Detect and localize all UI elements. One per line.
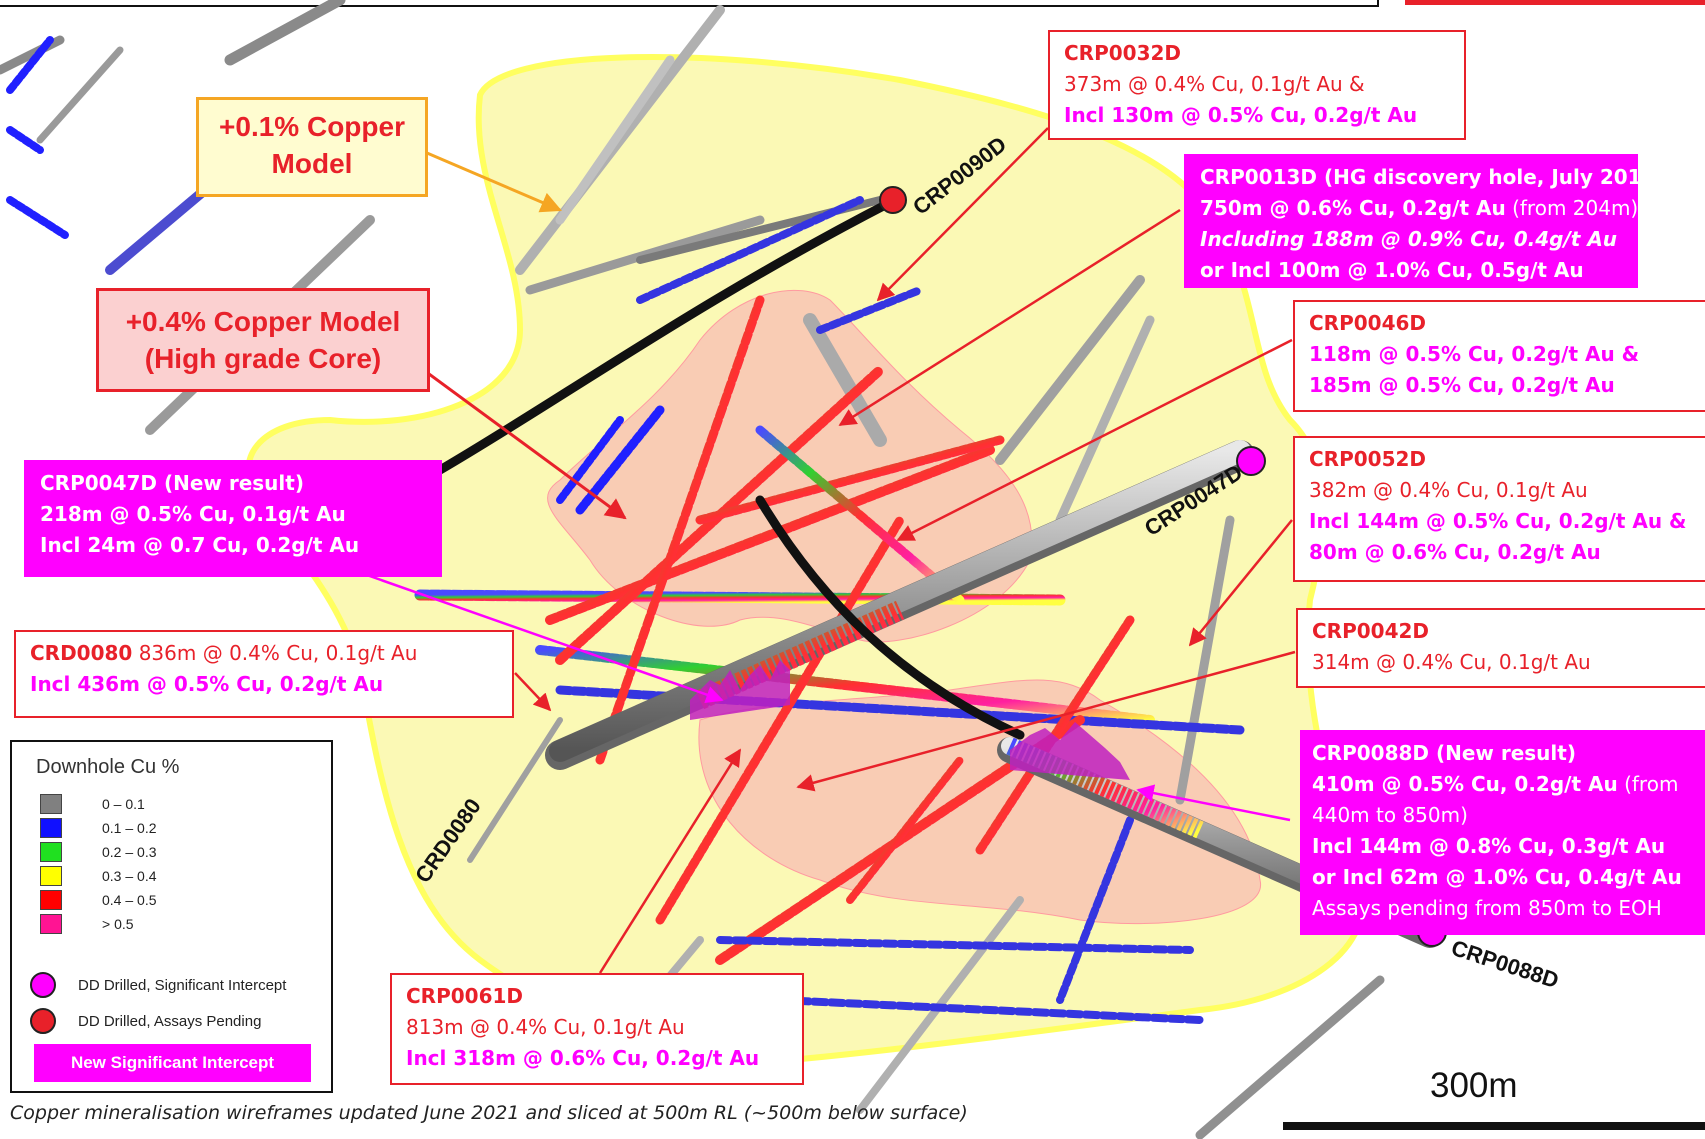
legend-bin-label: > 0.5	[102, 916, 134, 932]
callout-line: 836m @ 0.4% Cu, 0.1g/t Au	[132, 641, 418, 665]
callout-line: 410m @ 0.5% Cu, 0.2g/t Au	[1312, 772, 1618, 796]
legend-dot-label: DD Drilled, Assays Pending	[78, 1013, 262, 1030]
callout-arrows	[309, 127, 1296, 974]
callout-title: CRP0046D	[1309, 311, 1427, 335]
crp0090d-trace	[435, 195, 900, 475]
swatch-red	[40, 890, 62, 910]
collar-crp0090d	[879, 186, 907, 214]
callout-line: Incl 144m @ 0.8% Cu, 0.3g/t Au	[1312, 834, 1666, 858]
callout-line: Including 188m @ 0.9% Cu, 0.4g/t Au	[1200, 227, 1618, 251]
scale-bar	[1283, 1122, 1705, 1130]
title-frame	[0, 0, 1379, 7]
callout-title: CRD0080	[30, 641, 133, 665]
legend: Downhole Cu % 0 – 0.1 0.1 – 0.2 0.2 – 0.…	[10, 740, 333, 1093]
caption: Copper mineralisation wireframes updated…	[10, 1102, 968, 1124]
callout-crp0032d: CRP0032D 373m @ 0.4% Cu, 0.1g/t Au & Inc…	[1048, 30, 1466, 140]
callout-crp0042d: CRP0042D 314m @ 0.4% Cu, 0.1g/t Au	[1296, 608, 1705, 688]
swatch-grey	[40, 794, 62, 814]
crp0047d-black-trace	[755, 495, 1025, 740]
callout-title: CRP0032D	[1064, 41, 1182, 65]
collar-crp0047d	[1236, 446, 1266, 476]
callout-crd0080: CRD0080 836m @ 0.4% Cu, 0.1g/t Au Incl 4…	[14, 630, 514, 718]
copper-01-arrow	[419, 148, 562, 213]
copper-01-model-label: +0.1% Copper Model	[196, 97, 428, 197]
callout-crp0013d: CRP0013D (HG discovery hole, July 2019) …	[1184, 154, 1665, 288]
callout-line: 314m @ 0.4% Cu, 0.1g/t Au	[1312, 650, 1591, 674]
callout-line: 118m @ 0.5% Cu, 0.2g/t Au &	[1309, 342, 1640, 366]
callout-line: Incl 24m @ 0.7 Cu, 0.2g/t Au	[40, 533, 360, 557]
legend-bin-label: 0.3 – 0.4	[102, 868, 157, 884]
red-dot-icon	[30, 1008, 56, 1034]
scale-label: 300m	[1430, 1066, 1518, 1105]
callout-title: CRP0061D	[406, 984, 524, 1008]
intercept-histograms	[690, 660, 1130, 780]
callout-line: 382m @ 0.4% Cu, 0.1g/t Au	[1309, 478, 1588, 502]
callout-title: CRP0042D	[1312, 619, 1430, 643]
swatch-pink	[40, 914, 62, 934]
swatch-yellow	[40, 866, 62, 886]
callout-crp0061d: CRP0061D 813m @ 0.4% Cu, 0.1g/t Au Incl …	[390, 973, 804, 1085]
callout-line: or Incl 62m @ 1.0% Cu, 0.4g/t Au	[1312, 865, 1682, 889]
callout-crp0052d: CRP0052D 382m @ 0.4% Cu, 0.1g/t Au Incl …	[1293, 436, 1705, 582]
callout-line: Incl 318m @ 0.6% Cu, 0.2g/t Au	[406, 1046, 760, 1070]
callout-line: 813m @ 0.4% Cu, 0.1g/t Au	[406, 1015, 685, 1039]
callout-line: Incl 130m @ 0.5% Cu, 0.2g/t Au	[1064, 103, 1418, 127]
legend-bin-label: 0 – 0.1	[102, 796, 145, 812]
callout-line: 750m @ 0.6% Cu, 0.2g/t Au	[1200, 196, 1506, 220]
magenta-dot-icon	[30, 972, 56, 998]
callout-line: (from	[1617, 772, 1679, 796]
callout-line: 440m to 850m)	[1312, 803, 1468, 827]
callout-crp0088d: CRP0088D (New result) 410m @ 0.5% Cu, 0.…	[1300, 730, 1705, 935]
callout-title: CRP0052D	[1309, 447, 1427, 471]
callout-crp0046d: CRP0046D 118m @ 0.5% Cu, 0.2g/t Au & 185…	[1293, 300, 1705, 412]
callout-line: 218m @ 0.5% Cu, 0.1g/t Au	[40, 502, 346, 526]
legend-bin-label: 0.1 – 0.2	[102, 820, 157, 836]
legend-bin-label: 0.2 – 0.3	[102, 844, 157, 860]
swatch-blue	[40, 818, 62, 838]
callout-line: 80m @ 0.6% Cu, 0.2g/t Au	[1309, 540, 1601, 564]
callout-line: or Incl 100m @ 1.0% Cu, 0.5g/t Au	[1200, 258, 1584, 282]
legend-bin-label: 0.4 – 0.5	[102, 892, 157, 908]
swatch-green	[40, 842, 62, 862]
callout-title: CRP0047D (New result)	[40, 471, 304, 495]
corner-tab	[1405, 0, 1705, 5]
callout-line: (from 204m)	[1505, 196, 1639, 220]
copper-04-arrow	[409, 358, 627, 520]
legend-new-intercept: New Significant Intercept	[34, 1044, 311, 1082]
copper-04-model-label: +0.4% Copper Model (High grade Core)	[96, 288, 430, 392]
copper-04-core-shape-2	[698, 679, 1261, 925]
callout-line: Incl 144m @ 0.5% Cu, 0.2g/t Au &	[1309, 509, 1687, 533]
callout-line: Incl 436m @ 0.5% Cu, 0.2g/t Au	[30, 672, 384, 696]
callout-line: Assays pending from 850m to EOH	[1312, 896, 1662, 920]
callout-line: 373m @ 0.4% Cu, 0.1g/t Au &	[1064, 72, 1365, 96]
legend-title: Downhole Cu %	[36, 756, 180, 778]
callout-crp0047d: CRP0047D (New result) 218m @ 0.5% Cu, 0.…	[24, 460, 442, 577]
callout-line: 185m @ 0.5% Cu, 0.2g/t Au	[1309, 373, 1615, 397]
callout-title: CRP0013D (HG discovery hole, July 2019)	[1200, 165, 1665, 189]
legend-dot-label: DD Drilled, Significant Intercept	[78, 977, 287, 994]
callout-title: CRP0088D (New result)	[1312, 741, 1576, 765]
